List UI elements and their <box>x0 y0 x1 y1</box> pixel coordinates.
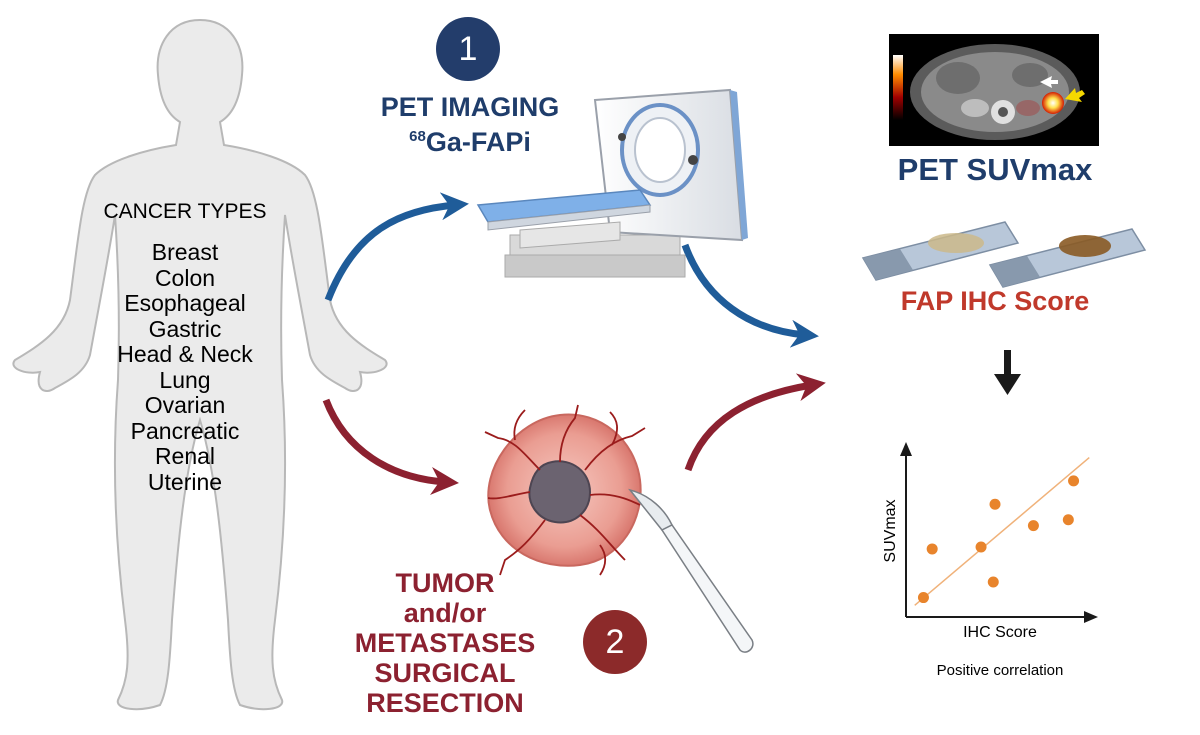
scatter-x-axis-label: IHC Score <box>963 624 1037 641</box>
ihc-slide-dark <box>988 228 1147 288</box>
cancer-item: Pancreatic <box>130 417 240 444</box>
tumor-icon <box>484 404 646 576</box>
scatter-point <box>987 576 999 588</box>
pet-suvmax-label: PET SUVmax <box>897 152 1093 187</box>
pet-imaging-title: PET IMAGING 68Ga-FAPi <box>350 92 590 157</box>
pet-ct-image <box>889 34 1099 146</box>
step-1-badge: 1 <box>436 17 500 81</box>
ihc-slide-light <box>861 221 1020 281</box>
scatter-axes <box>900 442 1098 623</box>
arrow-surgery-to-results <box>684 373 826 472</box>
pet-scanner-icon <box>476 88 748 278</box>
scatter-point <box>1062 514 1074 526</box>
resection-line: METASTASES <box>354 628 536 658</box>
cancer-types-list: CANCER TYPES Breast Colon Esophageal Gas… <box>70 200 300 495</box>
scalpel-icon <box>628 488 754 653</box>
arrow-to-surgery <box>322 398 459 495</box>
cancer-item: Uterine <box>147 468 223 495</box>
scatter-point <box>975 541 987 553</box>
scatter-point <box>917 592 929 604</box>
trend-line <box>914 456 1090 606</box>
pet-imaging-label: PET IMAGING <box>380 92 560 122</box>
scatter-marks <box>914 456 1090 606</box>
cancer-item: Renal <box>154 443 216 469</box>
scatter-point <box>989 498 1001 510</box>
arrow-down-icon <box>994 350 1021 395</box>
scatter-y-axis-label: SUVmax <box>882 499 899 563</box>
correlation-caption: Positive correlation <box>936 662 1064 679</box>
cancer-item: Gastric <box>148 315 222 342</box>
scatter-point <box>1027 520 1039 532</box>
arrow-pet-to-results <box>681 243 819 348</box>
step-2-badge: 2 <box>583 610 647 674</box>
human-body-icon <box>12 18 388 711</box>
arrow-to-pet <box>324 192 469 302</box>
resection-line: SURGICAL <box>374 658 516 688</box>
cancer-item: Esophageal <box>124 290 246 316</box>
cancer-item: Head & Neck <box>117 341 253 367</box>
tracer-label: 68Ga-FAPi <box>350 122 590 157</box>
resection-line: and/or <box>403 598 487 628</box>
scatter-point <box>1068 475 1080 487</box>
scatter-point <box>926 543 938 555</box>
cancer-item: Ovarian <box>144 392 226 418</box>
fap-ihc-score-label: FAP IHC Score <box>900 286 1090 316</box>
resection-line: RESECTION <box>366 688 524 718</box>
cancer-item: Lung <box>159 366 211 393</box>
surgical-resection-title: TUMOR and/or METASTASES SURGICAL RESECTI… <box>330 568 560 718</box>
cancer-item: Breast <box>151 239 219 265</box>
cancer-types-title: CANCER TYPES <box>103 200 267 223</box>
resection-line: TUMOR <box>395 568 495 598</box>
cancer-item: Colon <box>154 264 216 291</box>
isotope-mass: 68 <box>409 128 426 145</box>
tracer-name: Ga-FAPi <box>425 127 531 157</box>
